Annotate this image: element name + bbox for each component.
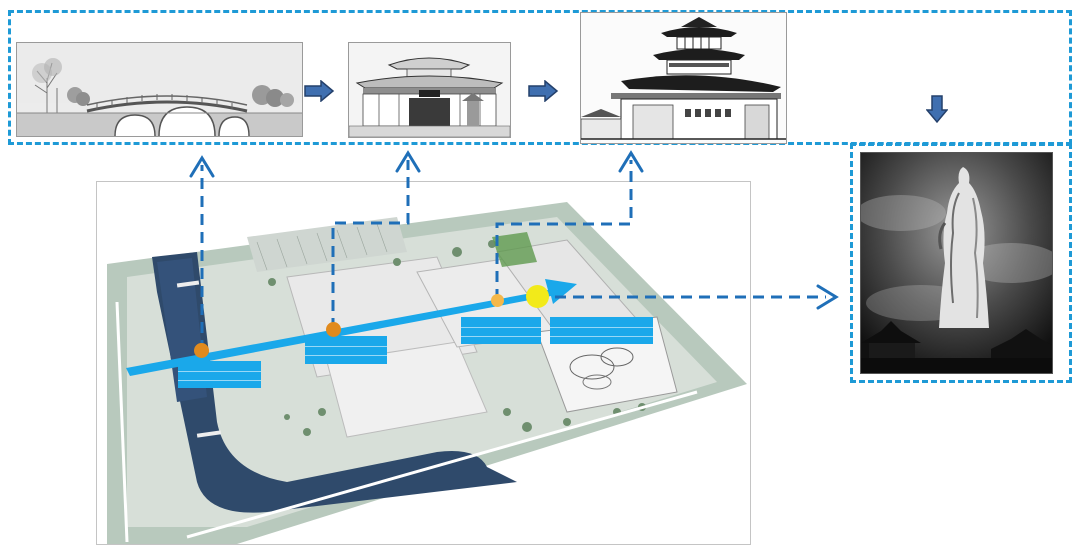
guanyin-statue-icon (861, 153, 1052, 373)
pagoda-hall-icon (581, 13, 786, 143)
legend-box-bridge (178, 361, 261, 388)
node-gate-hall (326, 322, 341, 337)
gate-hall-icon (349, 43, 510, 137)
pagoda-hall-section-panel (580, 12, 787, 144)
down-arrow-icon (926, 95, 948, 124)
sequence-frame-top (8, 10, 1072, 145)
gate-hall-elevation-panel (348, 42, 511, 138)
statue-photo-panel (860, 152, 1053, 374)
up-arrowhead (189, 155, 215, 178)
right-arrow-icon (528, 80, 559, 102)
node-statue (526, 285, 549, 308)
node-pagoda-hall (491, 294, 504, 307)
right-arrowhead (816, 284, 839, 310)
up-arrowhead (618, 150, 644, 173)
sequence-frame-statue (850, 143, 1072, 383)
node-bridge (194, 343, 209, 358)
right-arrow-icon (304, 80, 335, 102)
arch-bridge-icon (17, 43, 302, 136)
legend-box-pagoda-hall (461, 317, 541, 344)
legend-box-gate-hall (305, 336, 387, 364)
up-arrowhead (395, 150, 421, 173)
bridge-elevation-panel (16, 42, 303, 137)
legend-box-statue (550, 317, 653, 344)
